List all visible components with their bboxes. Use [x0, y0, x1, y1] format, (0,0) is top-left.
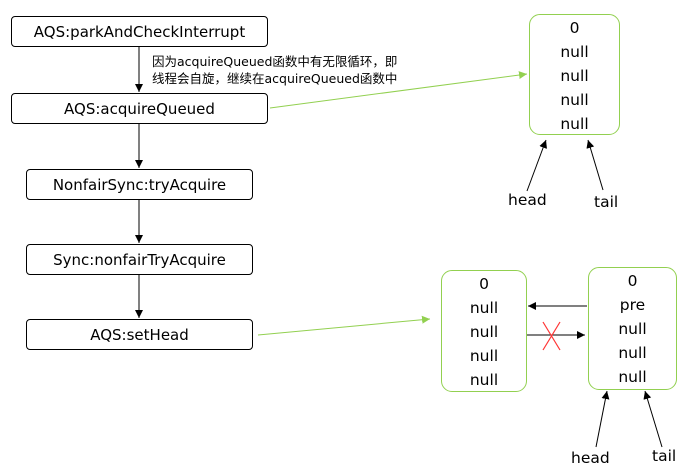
queue-node-before: 0 null null null null: [529, 14, 620, 135]
spin-note: 因为acquireQueued函数中有无限循环，即 线程会自旋，继续在acqui…: [152, 53, 397, 87]
node-field: null: [618, 320, 647, 338]
head-pointer-arrow-bottom: [595, 390, 610, 448]
tail-label-top: tail: [594, 193, 619, 211]
tail-pointer-arrow-top: [586, 139, 604, 191]
broken-link-cross-icon: [542, 321, 561, 351]
tail-label-bottom: tail: [652, 447, 677, 465]
tail-pointer-arrow-bottom: [643, 390, 663, 448]
node-field: null: [469, 347, 499, 365]
node-field: pre: [619, 296, 646, 314]
head-label-top: head: [508, 191, 547, 209]
spin-note-line2: 线程会自旋，继续在acquireQueued函数中: [152, 71, 398, 86]
flow-box-acquire-queued: AQS:acquireQueued: [11, 93, 268, 124]
node-field: null: [560, 43, 589, 61]
node-field: null: [469, 371, 499, 389]
queue-node-new-head: 0 pre null null null: [588, 267, 677, 390]
node-field: null: [560, 91, 589, 109]
arrow-sethead-to-queue: [257, 315, 431, 336]
node-field: 0: [479, 275, 489, 293]
node-field: null: [618, 368, 647, 386]
arrow-acquirequeued-to-queue: [269, 71, 528, 109]
node-field: null: [560, 115, 589, 133]
spin-note-line1: 因为acquireQueued函数中有无限循环，即: [152, 54, 398, 69]
head-pointer-arrow-top: [526, 139, 547, 192]
flow-box-park-and-check-interrupt: AQS:parkAndCheckInterrupt: [11, 16, 268, 47]
flow-box-nonfair-try-acquire-sync: Sync:nonfairTryAcquire: [26, 244, 253, 275]
node-field: null: [469, 323, 499, 341]
node-field: null: [469, 299, 499, 317]
flow-box-set-head: AQS:setHead: [26, 319, 253, 350]
node-field: 0: [569, 19, 580, 37]
head-label-bottom: head: [571, 449, 610, 467]
flow-box-nonfair-try-acquire: NonfairSync:tryAcquire: [26, 169, 253, 200]
node-field: null: [618, 344, 647, 362]
node-field: 0: [627, 272, 638, 290]
node-field: null: [560, 67, 589, 85]
queue-node-old-head: 0 null null null null: [441, 270, 527, 392]
